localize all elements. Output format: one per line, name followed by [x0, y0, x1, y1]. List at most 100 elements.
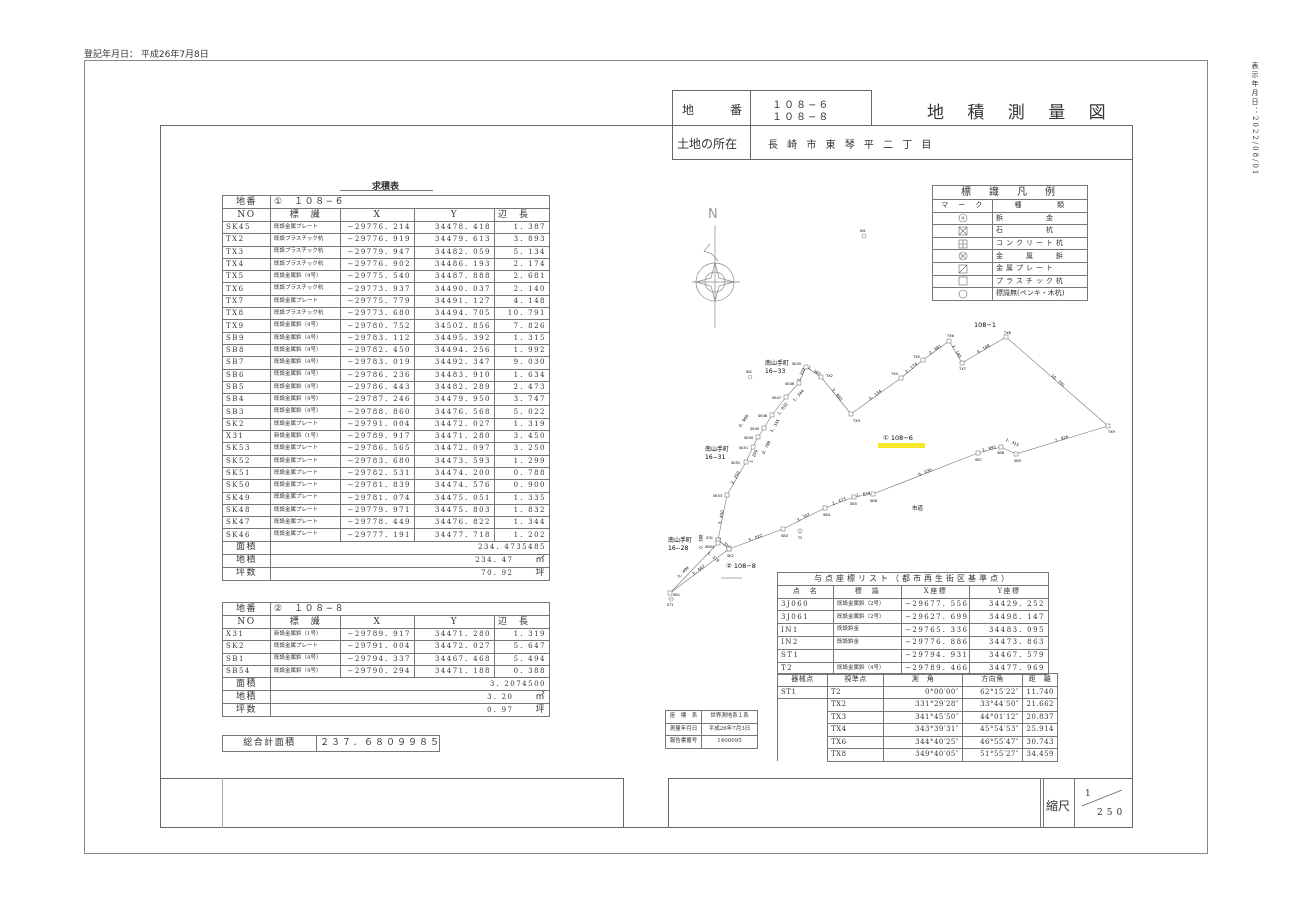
- bottom-right-box: [668, 778, 1133, 828]
- edge-length-label: 1．335: [769, 418, 781, 433]
- road-label: 市道: [912, 504, 924, 512]
- x-coord: −29789．917: [340, 627, 415, 642]
- side-length: 1．202: [494, 528, 550, 542]
- edge-length-label: 10．791: [1050, 373, 1066, 388]
- tsubo-number: 0．97: [487, 705, 514, 714]
- boundary-edge: [820, 376, 852, 415]
- legend-item: 標識無(ペンキ・木杭): [932, 287, 1088, 301]
- north-label: N: [708, 207, 718, 222]
- ref-point-in2: IN2: [746, 370, 753, 380]
- edge-length-label: 9．030: [917, 467, 932, 477]
- scale-label: 縮尺: [1046, 799, 1071, 813]
- point-label: TX5: [912, 355, 920, 359]
- boundary-point-marker: [898, 375, 904, 381]
- point-label: TX9: [1107, 430, 1116, 434]
- lot2-label-text: ② 108−8: [726, 562, 756, 570]
- point-label: SK51: [739, 446, 748, 450]
- adjacent-16-28-name: 南山手町: [668, 536, 692, 544]
- header-box: 地 番 １０８−６ １０８−８ 地 積 測 量 図 土地の所在 長 崎 市 東 …: [672, 90, 1133, 160]
- point-label: SB8: [997, 451, 1005, 455]
- side-length: 0．388: [494, 664, 550, 679]
- ref-point-in2-label: IN2: [746, 370, 752, 374]
- boundary-point-marker: [755, 434, 761, 440]
- boundary-edge: [961, 336, 1007, 364]
- side-length: 5．494: [494, 652, 550, 666]
- boundary-edge: [717, 494, 728, 541]
- boundary-point-marker: [920, 357, 926, 363]
- point-no: TX2: [222, 233, 271, 247]
- document-title: 地 積 測 量 図: [927, 103, 1115, 123]
- boundary-point-marker: [783, 394, 789, 400]
- y-coord: 34471．280: [414, 627, 495, 642]
- boundary-edge: [1015, 425, 1109, 455]
- distance: 34.459: [1022, 748, 1058, 762]
- info-row: 座 標 系世界測地系１系: [665, 710, 758, 724]
- boundary-point-marker: [726, 546, 732, 552]
- boundary-edge: [805, 366, 822, 378]
- edge-length-label: 3．893: [831, 387, 844, 402]
- point-label: SB9: [1014, 459, 1022, 463]
- land-area-number: 234．47: [475, 556, 514, 565]
- y-coord: 34479．613: [414, 233, 495, 247]
- side-length: 1．344: [494, 516, 550, 530]
- point-label: SK2: [727, 554, 734, 558]
- header-row: 器械点視準点測 角方向角距 離: [777, 673, 1058, 687]
- edge-length-label: 0．900: [737, 413, 749, 428]
- inner-frame: [160, 125, 1133, 828]
- lot-highlight: [878, 443, 925, 448]
- point-label: SK48: [758, 414, 768, 418]
- outer-frame: [84, 60, 1208, 854]
- marker-type: 既設金属プレート: [270, 528, 341, 542]
- point-label: SK50: [744, 436, 754, 440]
- boundary-edge: [745, 446, 754, 463]
- lot1-label: ① 108−6: [883, 434, 913, 442]
- scale-slash: [1081, 789, 1123, 807]
- adjacent-16-28-no: 16−28: [668, 545, 688, 552]
- x-coord: −29791．004: [340, 640, 415, 654]
- boundary-point-marker: [724, 492, 730, 498]
- ref-point-t2: T2: [797, 528, 803, 540]
- boundary-edge: [669, 542, 719, 594]
- edge-length-label: 0．788: [761, 439, 772, 454]
- boundary-point-marker: [780, 526, 786, 532]
- info-row: 測量年月日平成26年7月3日: [665, 722, 758, 737]
- edge-length-label: 1．634: [856, 490, 871, 497]
- point-no: SK48: [222, 503, 271, 518]
- location-label: 土地の所在: [677, 137, 738, 151]
- y-coord: 34477．718: [414, 528, 495, 542]
- point-label: TX3: [852, 419, 860, 423]
- edge-length-label: 5．647: [691, 563, 706, 576]
- info-value: 1400095: [701, 735, 758, 749]
- point-label: SK49: [750, 427, 760, 431]
- adjacent-16-31-no: 16−31: [705, 454, 725, 461]
- point-no: SB1: [222, 652, 271, 666]
- ref-point-in1: IN1: [860, 229, 867, 239]
- scale-numerator: 1: [1085, 789, 1091, 799]
- point-label: TX2: [825, 374, 833, 378]
- legend-item-label: 標識無(ペンキ・木杭): [992, 287, 1088, 301]
- edge-length-label: 1．992: [982, 444, 997, 453]
- marker-legend: 標 識 凡 例マ ー ク種 類鋲 金石 杭コンクリート杭金 属 鋲金属プレートプ…: [932, 185, 1088, 301]
- boundary-point-marker: [975, 450, 981, 456]
- point-no: SB54: [222, 664, 271, 679]
- edge-length-label: 3．250: [729, 470, 741, 485]
- point-label: SB54: [705, 545, 715, 549]
- side-length: 0．788: [494, 466, 550, 481]
